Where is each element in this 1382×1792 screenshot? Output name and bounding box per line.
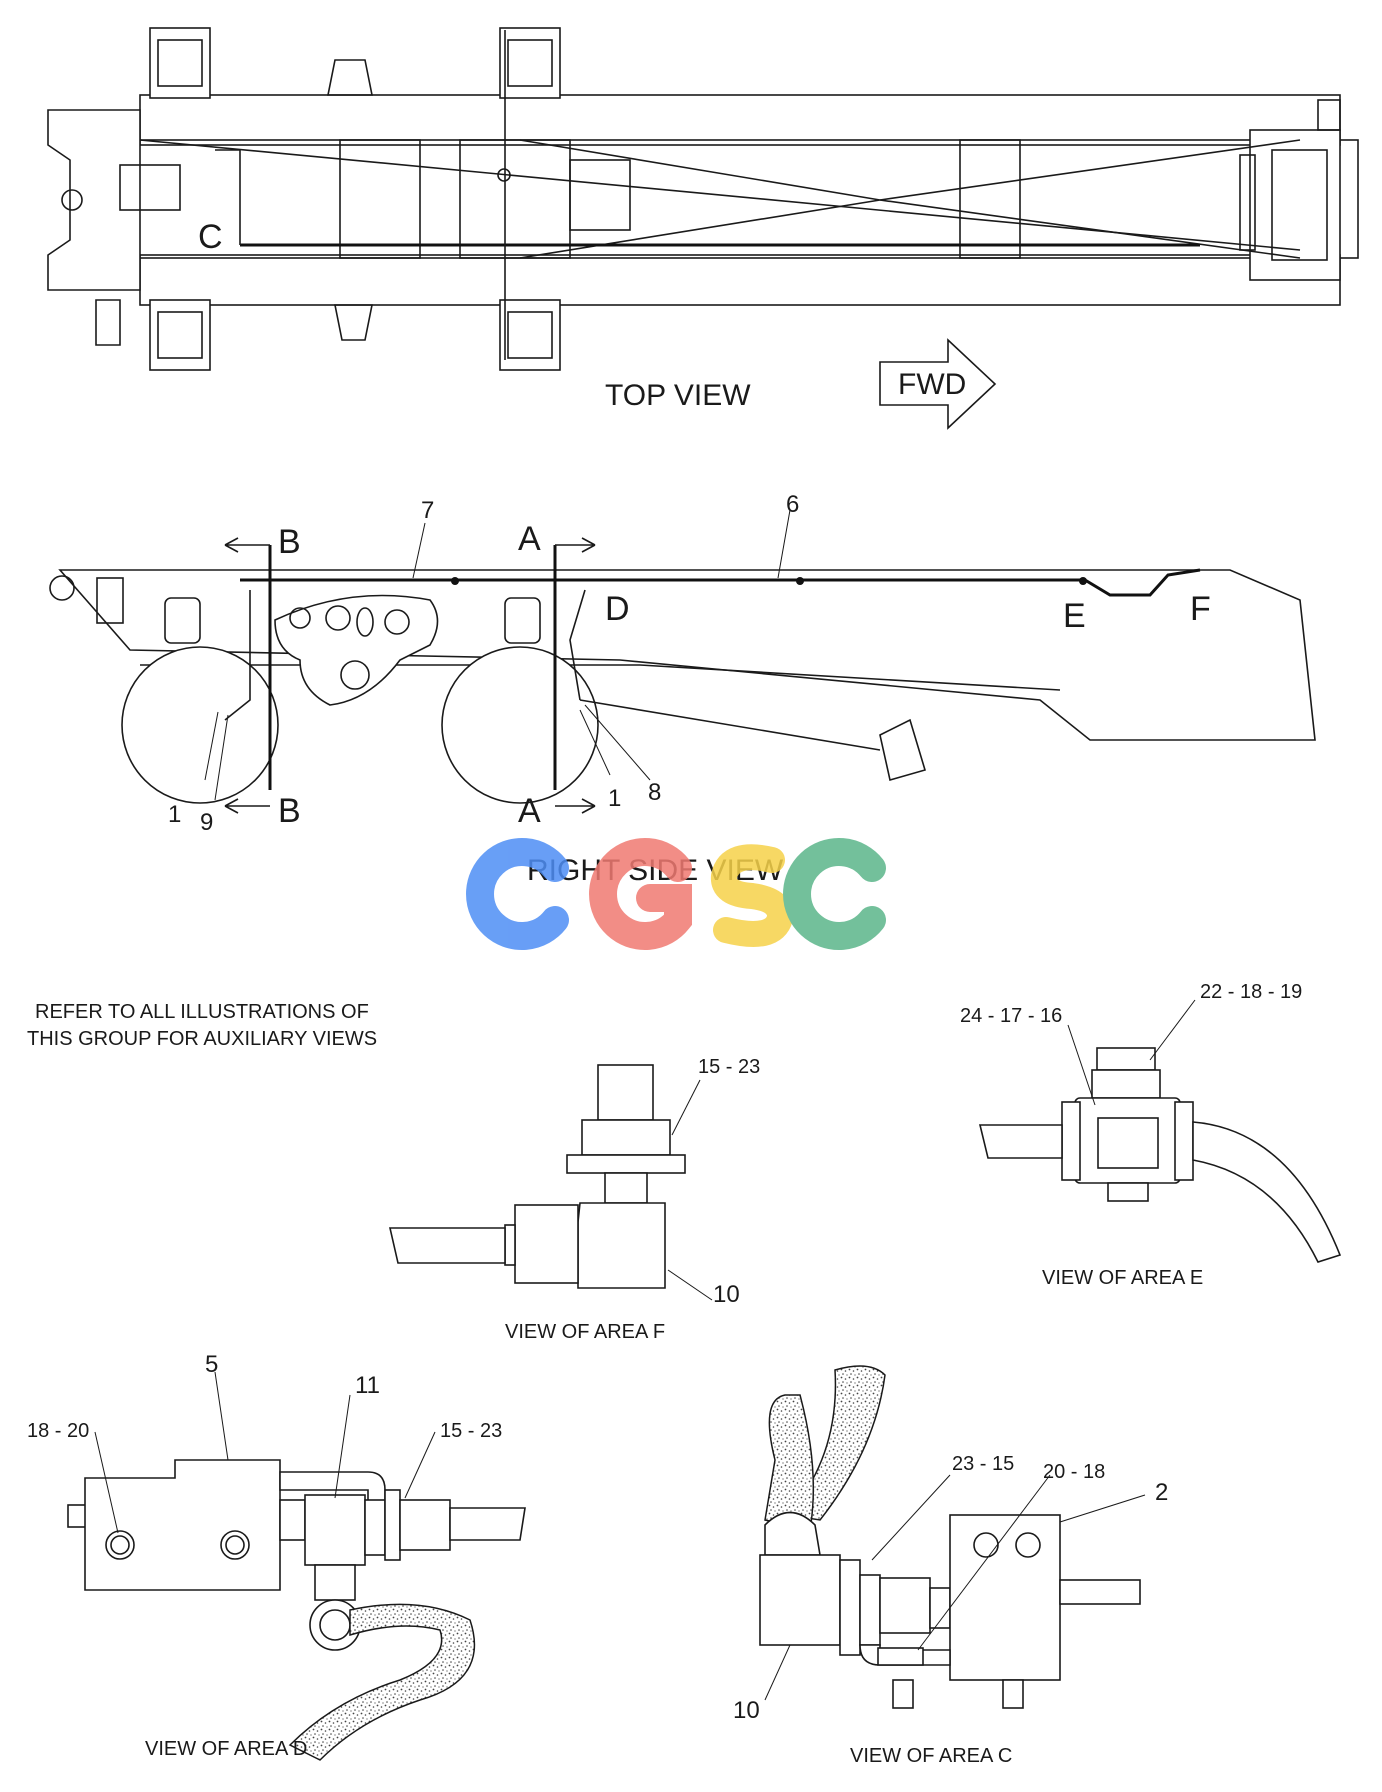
callout-8: 8 (648, 779, 661, 806)
callout-1-rear: 1 (168, 801, 181, 828)
callout-22-18-19: 22 - 18 - 19 (1200, 981, 1302, 1003)
callout-15-23-f: 15 - 23 (698, 1056, 760, 1078)
view-area-d-caption: VIEW OF AREA D (145, 1738, 307, 1760)
view-area-c-caption: VIEW OF AREA C (850, 1745, 1012, 1767)
callout-20-18: 20 - 18 (1043, 1461, 1105, 1483)
callout-11: 11 (355, 1372, 380, 1399)
view-area-e: 24 - 17 - 16 22 - 18 - 19 VIEW OF AREA E (960, 981, 1342, 1289)
forward-arrow-icon: FWD (879, 338, 997, 430)
callout-10-c: 10 (733, 1697, 760, 1724)
cgsc-watermark-logo (466, 838, 886, 950)
callout-18-20-d: 18 - 20 (27, 1420, 89, 1442)
right-side-view: B B A A D E F 7 6 1 9 1 8 RIGHT SIDE VIE… (49, 491, 1316, 887)
callout-23-15: 23 - 15 (952, 1453, 1014, 1475)
area-f-marker: F (1190, 590, 1211, 628)
callout-1-front: 1 (608, 785, 621, 812)
top-view: C TOP VIEW FWD (47, 27, 1359, 430)
top-view-title: TOP VIEW (605, 379, 751, 412)
section-b-bottom: B (278, 792, 301, 830)
section-a-bottom: A (518, 792, 541, 830)
callout-5: 5 (205, 1351, 218, 1378)
section-a-top: A (518, 520, 541, 558)
callout-7: 7 (421, 497, 434, 524)
section-b-top: B (278, 523, 301, 561)
view-area-e-caption: VIEW OF AREA E (1042, 1267, 1203, 1289)
view-area-d: 18 - 20 5 11 15 - 23 VIEW OF AREA D (27, 1351, 526, 1761)
callout-6: 6 (786, 491, 799, 518)
view-area-c: 23 - 15 20 - 18 2 10 VIEW OF AREA C (733, 1365, 1168, 1767)
note-line-2: THIS GROUP FOR AUXILIARY VIEWS (27, 1028, 377, 1050)
fwd-label: FWD (898, 368, 966, 401)
note-line-1: REFER TO ALL ILLUSTRATIONS OF (35, 1001, 369, 1023)
callout-24-17-16: 24 - 17 - 16 (960, 1005, 1062, 1027)
callout-9: 9 (200, 809, 213, 836)
area-d-marker: D (605, 590, 630, 628)
area-c-marker: C (198, 218, 223, 256)
callout-2: 2 (1155, 1479, 1168, 1506)
area-e-marker: E (1063, 597, 1086, 635)
callout-15-23-d: 15 - 23 (440, 1420, 502, 1442)
view-area-f: 15 - 23 10 VIEW OF AREA F (388, 1056, 760, 1343)
callout-10-f: 10 (713, 1281, 740, 1308)
view-area-f-caption: VIEW OF AREA F (505, 1321, 665, 1343)
